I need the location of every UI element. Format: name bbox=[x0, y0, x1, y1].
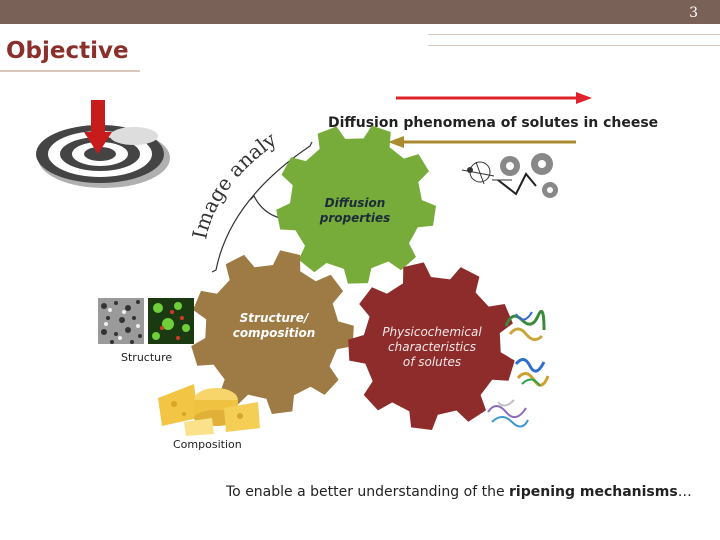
footer-text: To enable a better understanding of the … bbox=[226, 484, 692, 500]
cheese-icon bbox=[154, 378, 264, 436]
micrograph-icon bbox=[98, 298, 144, 344]
structure-label: Structure bbox=[121, 351, 172, 364]
protein-icon bbox=[502, 306, 548, 342]
gear-structure-label: Structure/ composition bbox=[224, 311, 324, 341]
gear-physchem-line2: characteristics bbox=[372, 340, 492, 355]
gear-physchem-label: Physicochemical characteristics of solut… bbox=[372, 325, 492, 370]
footer-text-end: … bbox=[678, 484, 692, 500]
gear-diffusion-line2: properties bbox=[310, 211, 400, 226]
footer-text-start: To enable a better understanding of the bbox=[226, 484, 509, 500]
confocal-image-icon bbox=[148, 298, 194, 344]
gear-structure-line1: Structure/ bbox=[224, 311, 324, 326]
protein-icon-3 bbox=[484, 394, 532, 428]
gear-structure-line2: composition bbox=[224, 326, 324, 341]
gear-physchem-line1: Physicochemical bbox=[372, 325, 492, 340]
protein-icon-2 bbox=[512, 354, 552, 388]
gear-diffusion-label: Diffusion properties bbox=[310, 196, 400, 226]
gear-diffusion-line1: Diffusion bbox=[310, 196, 400, 211]
gear-physchem-line3: of solutes bbox=[372, 355, 492, 370]
footer-text-bold: ripening mechanisms bbox=[509, 484, 678, 500]
composition-label: Composition bbox=[173, 438, 242, 451]
